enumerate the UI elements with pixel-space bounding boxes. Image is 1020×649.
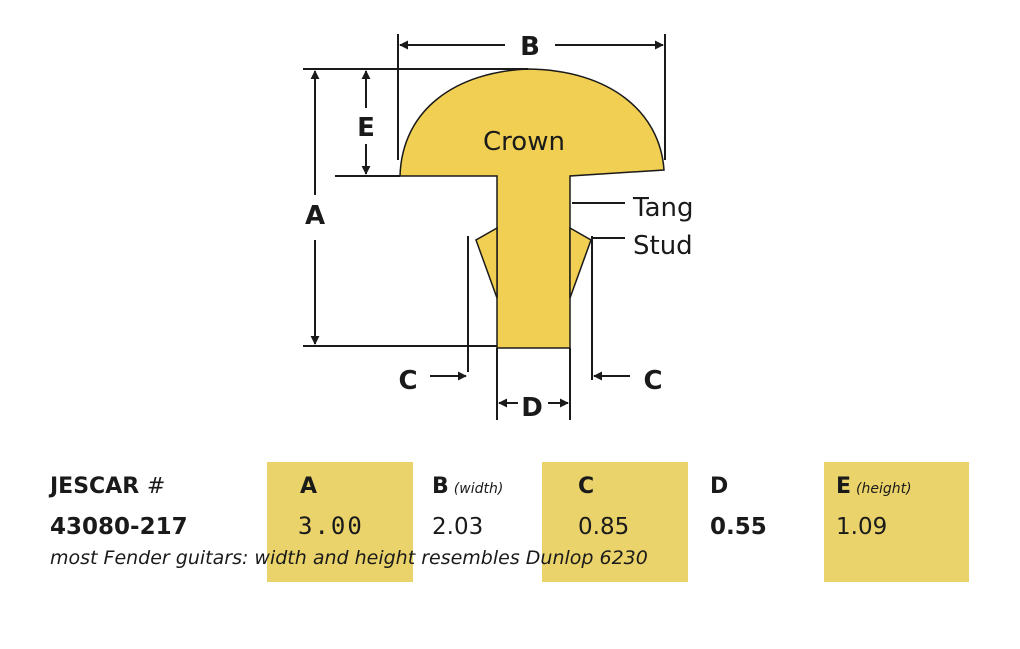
- value-e: 1.09: [836, 514, 888, 540]
- header-b-label: B: [432, 474, 449, 499]
- header-e-label: E: [836, 474, 852, 499]
- dim-label-b: B: [520, 32, 540, 62]
- header-b: B(width): [432, 474, 503, 499]
- value-part-number: 43080-217: [50, 514, 188, 540]
- fret-wire-diagram: A E B C C D Crown Tang Stud: [303, 32, 694, 423]
- header-a-label: A: [300, 474, 318, 499]
- header-e-sub: (height): [856, 481, 912, 497]
- header-c-label: C: [578, 474, 595, 499]
- header-a: A: [300, 474, 317, 499]
- header-part-number-suffix: #: [146, 474, 166, 499]
- dim-label-d: D: [521, 393, 543, 423]
- header-c: C: [578, 474, 594, 499]
- highlight-column-c: [542, 462, 688, 582]
- dim-label-e: E: [357, 113, 375, 143]
- header-d-label: D: [710, 474, 729, 499]
- fret-stud-left-shape: [475, 226, 498, 299]
- header-part-number: JESCAR #: [50, 474, 165, 499]
- highlight-column-e: [824, 462, 969, 582]
- highlight-column-a: [267, 462, 413, 582]
- part-label-stud: Stud: [633, 231, 693, 261]
- header-e: E(height): [836, 474, 912, 499]
- fret-stud-right-shape: [569, 226, 592, 299]
- compatibility-note: most Fender guitars: width and height re…: [50, 547, 648, 569]
- header-d: D: [710, 474, 728, 499]
- header-part-number-label: JESCAR: [50, 474, 140, 499]
- value-d: 0.55: [710, 514, 767, 540]
- value-b: 2.03: [432, 514, 484, 540]
- header-b-sub: (width): [453, 481, 504, 497]
- part-label-crown: Crown: [483, 127, 565, 157]
- part-label-tang: Tang: [632, 193, 694, 223]
- dim-label-a: A: [305, 201, 325, 231]
- dim-label-c-right: C: [643, 366, 662, 396]
- value-a: 3.00: [298, 512, 364, 540]
- fret-crown-shape: [399, 68, 665, 349]
- dim-label-c-left: C: [398, 366, 417, 396]
- value-c: 0.85: [578, 514, 630, 540]
